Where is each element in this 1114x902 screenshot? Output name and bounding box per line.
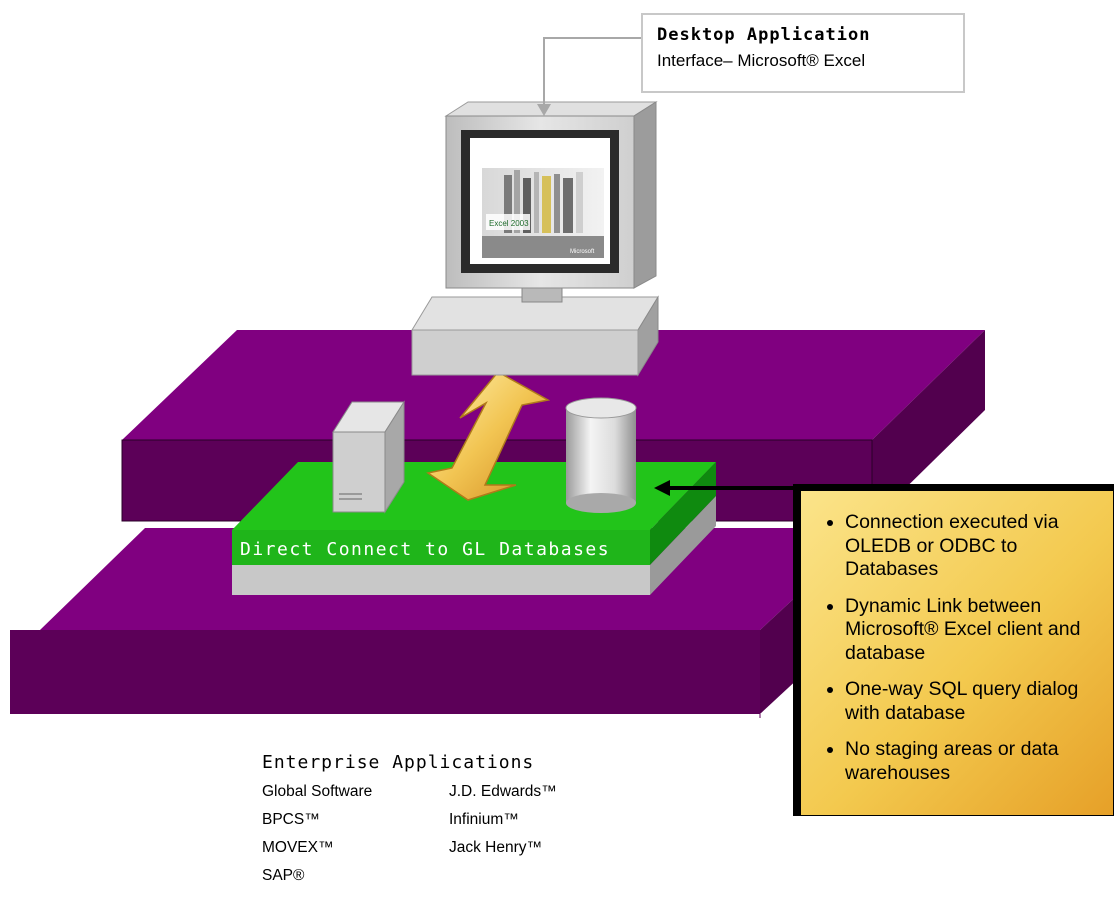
computer-base (411, 295, 659, 377)
platform-label: Direct Connect to GL Databases (240, 539, 610, 560)
excel-box-art: Excel 2003 Microsoft (482, 168, 604, 258)
connector-arrow-callout (654, 480, 800, 496)
enterprise-title: Enterprise Applications (262, 752, 535, 773)
enterprise-app: J.D. Edwards™ (449, 783, 557, 800)
enterprise-app: Infinium™ (449, 811, 519, 828)
desktop-box-title: Desktop Application (657, 25, 871, 45)
feature-item: Dynamic Link between Microsoft® Excel cl… (845, 595, 1103, 666)
enterprise-app: Global Software (262, 783, 373, 800)
enterprise-app-list: Global Software J.D. Edwards™ BPCS™ Infi… (262, 781, 649, 887)
bidirectional-arrow-icon (426, 371, 551, 501)
feature-item: One-way SQL query dialog with database (845, 678, 1103, 725)
desktop-box-subtitle: Interface– Microsoft® Excel (657, 51, 866, 70)
database-icon (565, 397, 637, 513)
desktop-application-box: Desktop Application Interface– Microsoft… (641, 13, 965, 93)
monitor-icon: Excel 2003 Microsoft (444, 101, 658, 303)
enterprise-app: SAP® (262, 867, 305, 884)
connector-arrow-desktop (537, 37, 641, 116)
enterprise-app: MOVEX™ (262, 839, 334, 856)
enterprise-app: BPCS™ (262, 811, 320, 828)
feature-item: Connection executed via OLEDB or ODBC to… (845, 511, 1103, 582)
svg-text:Microsoft: Microsoft (570, 249, 595, 255)
server-icon (332, 400, 405, 514)
features-callout: Connection executed via OLEDB or ODBC to… (800, 490, 1114, 816)
svg-text:Excel 2003: Excel 2003 (489, 219, 529, 228)
features-list: Connection executed via OLEDB or ODBC to… (811, 511, 1103, 785)
enterprise-applications: Enterprise Applications Global Software … (262, 752, 649, 887)
enterprise-app: Jack Henry™ (449, 839, 543, 856)
feature-item: No staging areas or data warehouses (845, 738, 1103, 785)
